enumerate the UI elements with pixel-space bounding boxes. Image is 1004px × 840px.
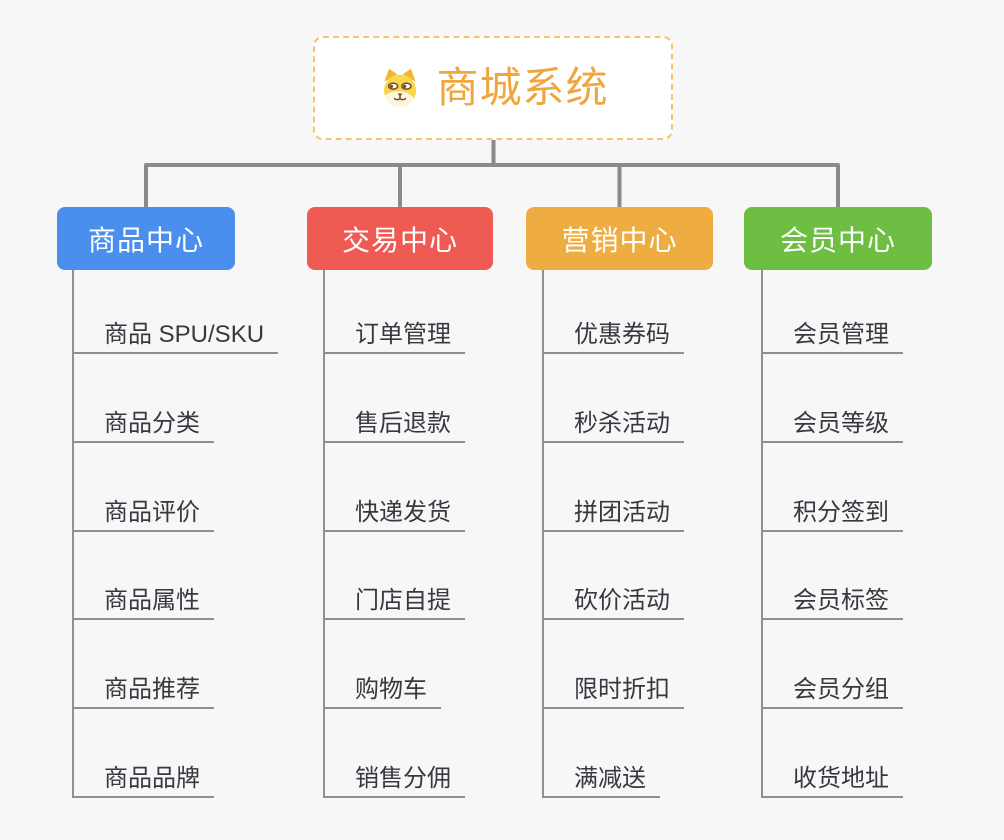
branch-node-marketing-center[interactable]: 营销中心 <box>526 207 713 270</box>
leaf-node[interactable]: 秒杀活动 <box>542 405 684 443</box>
leaf-node[interactable]: 商品分类 <box>72 405 214 443</box>
branch-node-trade-center[interactable]: 交易中心 <box>307 207 493 270</box>
branch-node-member-center[interactable]: 会员中心 <box>744 207 932 270</box>
leaf-node[interactable]: 满减送 <box>542 760 660 798</box>
leaf-node[interactable]: 购物车 <box>323 671 441 709</box>
leaf-node[interactable]: 售后退款 <box>323 405 465 443</box>
leaf-node[interactable]: 销售分佣 <box>323 760 465 798</box>
branch-children-line <box>323 270 325 798</box>
leaf-node[interactable]: 快递发货 <box>323 494 465 532</box>
leaf-node[interactable]: 商品推荐 <box>72 671 214 709</box>
branch-children-line <box>542 270 544 798</box>
branch-children-line <box>72 270 74 798</box>
leaf-node[interactable]: 限时折扣 <box>542 671 684 709</box>
leaf-node[interactable]: 拼团活动 <box>542 494 684 532</box>
root-node[interactable]: 商城系统 <box>313 36 673 140</box>
leaf-node[interactable]: 商品品牌 <box>72 760 214 798</box>
leaf-node[interactable]: 门店自提 <box>323 582 465 620</box>
leaf-node[interactable]: 商品评价 <box>72 494 214 532</box>
branch-children-line <box>761 270 763 798</box>
leaf-node[interactable]: 订单管理 <box>323 316 465 354</box>
dog-face-icon <box>377 66 423 110</box>
leaf-node[interactable]: 砍价活动 <box>542 582 684 620</box>
leaf-node[interactable]: 会员标签 <box>761 582 903 620</box>
leaf-node[interactable]: 收货地址 <box>761 760 903 798</box>
leaf-node[interactable]: 会员管理 <box>761 316 903 354</box>
leaf-node[interactable]: 会员等级 <box>761 405 903 443</box>
leaf-node[interactable]: 商品 SPU/SKU <box>72 316 279 354</box>
leaf-node[interactable]: 会员分组 <box>761 671 903 709</box>
leaf-node[interactable]: 优惠券码 <box>542 316 684 354</box>
root-title: 商城系统 <box>436 64 609 111</box>
leaf-node[interactable]: 积分签到 <box>761 494 903 532</box>
branch-node-product-center[interactable]: 商品中心 <box>57 207 235 270</box>
leaf-node[interactable]: 商品属性 <box>72 582 214 620</box>
